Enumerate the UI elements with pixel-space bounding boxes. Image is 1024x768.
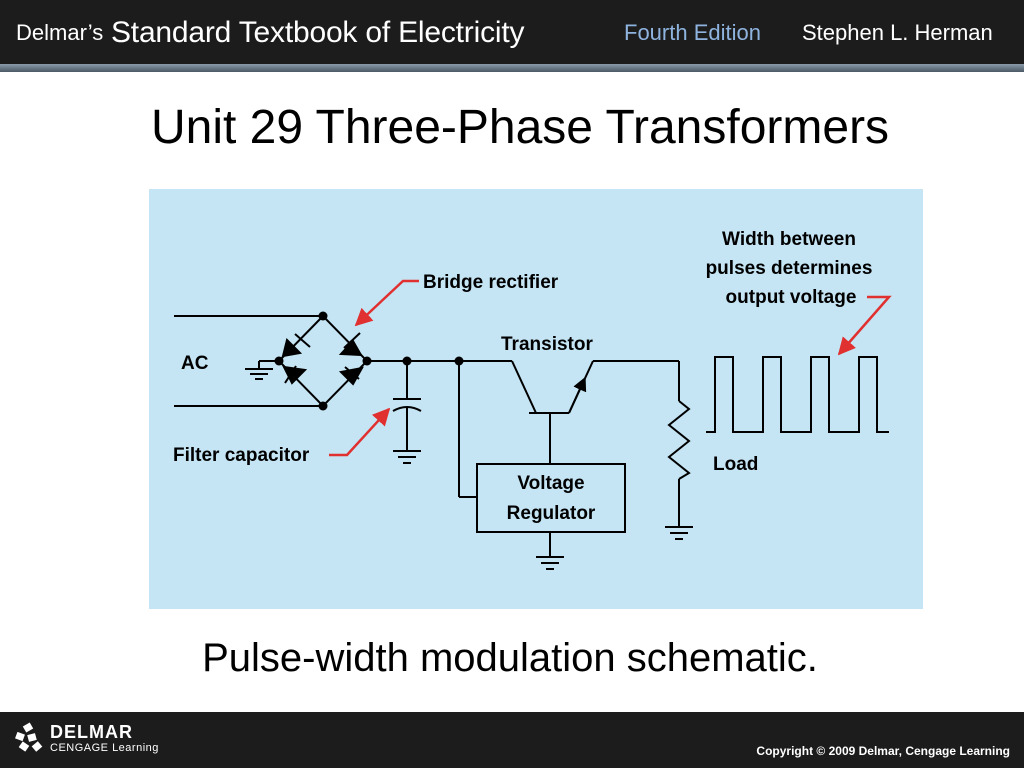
book-title: Standard Textbook of Electricity — [111, 16, 525, 49]
pwm-schematic: AC Bridge rectifier Filter capacitor Tra… — [149, 189, 923, 609]
copyright-notice: Copyright © 2009 Delmar, Cengage Learnin… — [756, 744, 1010, 758]
figure-caption: Pulse-width modulation schematic. — [202, 636, 818, 680]
transistor-label: Transistor — [501, 334, 593, 355]
publisher-logo-name: DELMAR — [50, 722, 133, 742]
width-note-line-1: Width between — [722, 229, 856, 250]
header-rule — [0, 64, 1024, 72]
width-note-line-3: output voltage — [726, 287, 857, 308]
voltage-regulator-label-2: Regulator — [507, 503, 596, 524]
slide-header — [0, 0, 1024, 64]
voltage-regulator-label-1: Voltage — [517, 473, 584, 494]
load-label: Load — [713, 454, 758, 475]
brand-name: Delmar’s — [16, 20, 104, 45]
ac-label: AC — [181, 353, 209, 374]
publisher-logo-subtitle: CENGAGE Learning — [50, 742, 159, 754]
slide-footer — [0, 712, 1024, 768]
width-note-line-2: pulses determines — [706, 258, 873, 279]
slide-title: Unit 29 Three-Phase Transformers — [150, 101, 890, 154]
schematic-drawing: AC Bridge rectifier Filter capacitor Tra… — [173, 229, 892, 570]
author-name: Stephen L. Herman — [802, 20, 993, 45]
edition-label: Fourth Edition — [624, 20, 761, 45]
delmar-logo-icon — [15, 722, 43, 752]
filter-capacitor-label: Filter capacitor — [173, 445, 310, 466]
bridge-rectifier-label: Bridge rectifier — [423, 272, 559, 293]
